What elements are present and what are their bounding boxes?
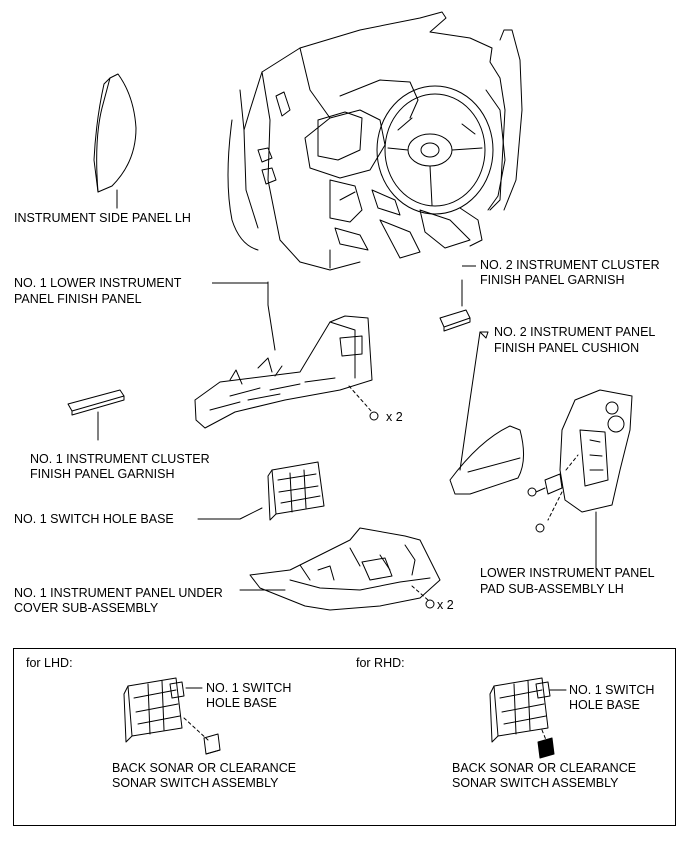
lower-finish-panel-label-line2: PANEL FINISH PANEL <box>14 292 142 306</box>
qty-x2-label-b: x 2 <box>437 598 454 612</box>
cluster-garnish-1-label-line2: FINISH PANEL GARNISH <box>30 467 175 481</box>
variant-inset-box <box>13 648 676 826</box>
under-cover-label-line2: COVER SUB-ASSEMBLY <box>14 601 159 615</box>
inset-lhd-sonar-line1: BACK SONAR OR CLEARANCE <box>112 761 297 775</box>
lower-pad-lh-part <box>527 389 633 569</box>
cluster-garnish-2-part <box>439 279 471 332</box>
side-panel-lh-label: INSTRUMENT SIDE PANEL LH <box>14 211 191 225</box>
switch-hole-base-label: NO. 1 SWITCH HOLE BASE <box>14 512 174 526</box>
cluster-garnish-2-label-line2: FINISH PANEL GARNISH <box>480 273 625 287</box>
inset-rhd-switch-illustration <box>489 677 567 759</box>
instrument-side-panel-part <box>93 73 137 209</box>
inset-rhd-switch-base-line2: HOLE BASE <box>569 698 640 712</box>
inset-lhd-sonar-line2: SONAR SWITCH ASSEMBLY <box>112 776 279 790</box>
lower-pad-lh-label-line1: LOWER INSTRUMENT PANEL <box>480 566 655 580</box>
inset-lhd-switch-base-line1: NO. 1 SWITCH <box>206 681 292 695</box>
lower-pad-lh-label-line2: PAD SUB-ASSEMBLY LH <box>480 582 624 596</box>
inset-lhd-switch-illustration <box>123 677 221 755</box>
finish-cushion-2-label-line2: FINISH PANEL CUSHION <box>494 341 640 355</box>
dashboard-illustration <box>227 11 523 271</box>
cluster-garnish-2-label-line1: NO. 2 INSTRUMENT CLUSTER <box>480 258 660 272</box>
lower-finish-panel-label-line1: NO. 1 LOWER INSTRUMENT <box>14 276 182 290</box>
inset-lhd-switch-base-line2: HOLE BASE <box>206 696 277 710</box>
qty-x2-label-a: x 2 <box>386 410 403 424</box>
under-cover-label-line1: NO. 1 INSTRUMENT PANEL UNDER <box>14 586 223 600</box>
inset-rhd-sonar-line1: BACK SONAR OR CLEARANCE <box>452 761 637 775</box>
finish-cushion-2-part <box>449 331 524 495</box>
lower-finish-panel-part <box>194 281 379 429</box>
inset-rhd-title: for RHD: <box>356 656 405 670</box>
finish-cushion-2-label-line1: NO. 2 INSTRUMENT PANEL <box>494 325 656 339</box>
switch-hole-base-part <box>197 461 325 521</box>
inset-lhd-title: for LHD: <box>26 656 73 670</box>
cluster-garnish-1-part <box>67 389 125 441</box>
under-cover-part <box>239 527 441 611</box>
cluster-garnish-1-label-line1: NO. 1 INSTRUMENT CLUSTER <box>30 452 210 466</box>
inset-rhd-sonar-line2: SONAR SWITCH ASSEMBLY <box>452 776 619 790</box>
inset-rhd-switch-base-line1: NO. 1 SWITCH <box>569 683 655 697</box>
